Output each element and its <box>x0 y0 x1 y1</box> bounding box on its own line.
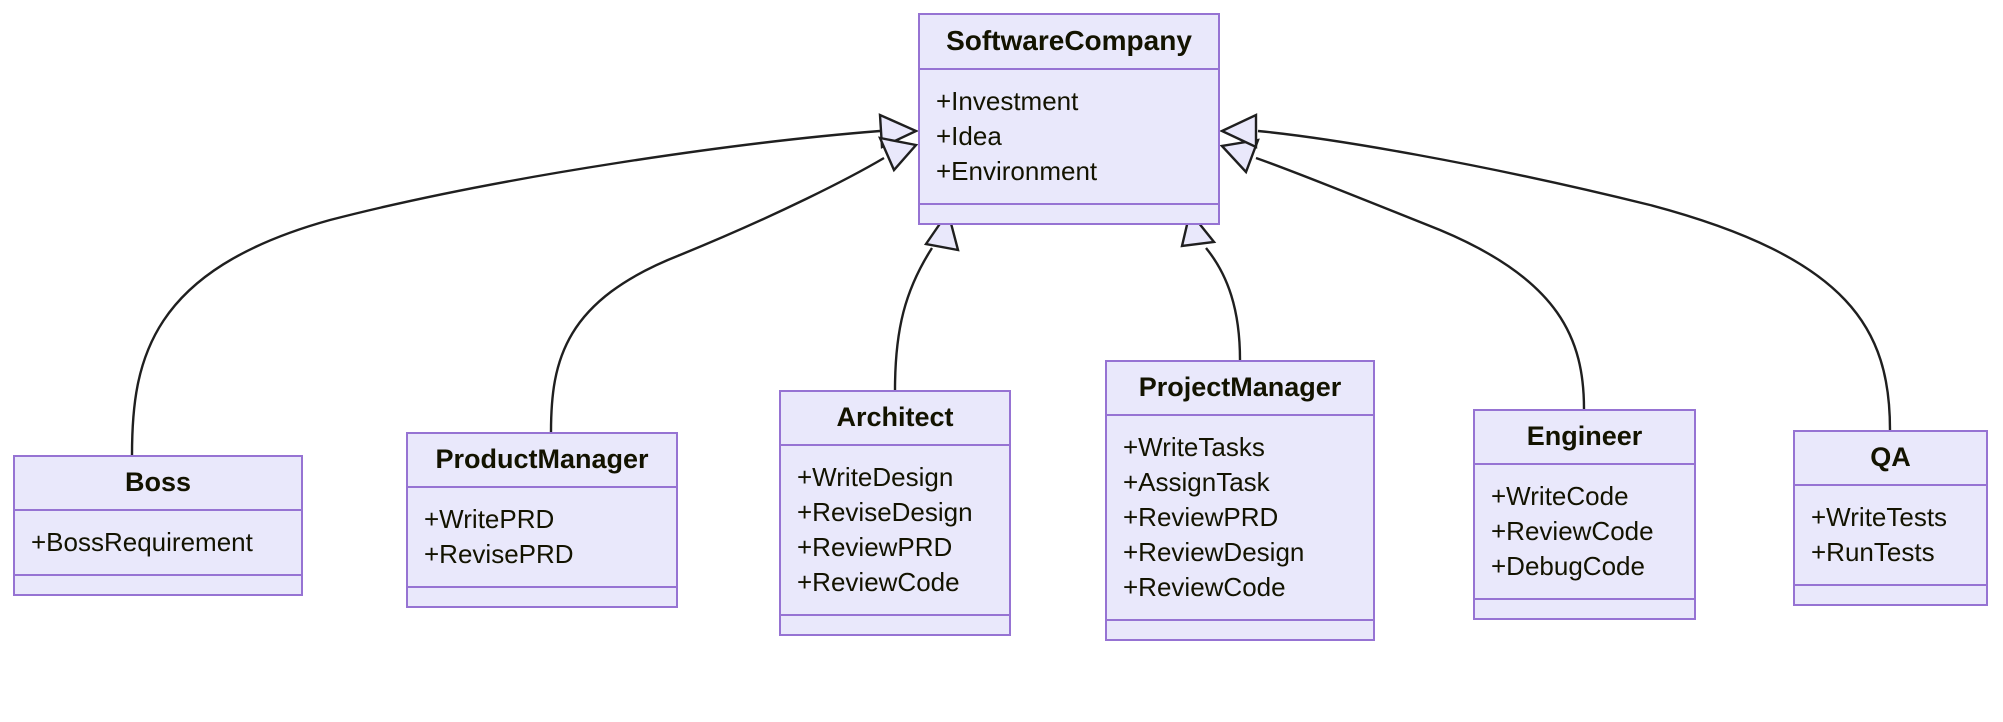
class-node-architect[interactable]: Architect +WriteDesign +ReviseDesign +Re… <box>779 390 1011 637</box>
attribute-row: +WritePRD <box>424 504 555 534</box>
class-attributes-projectmanager: +WriteTasks +AssignTask +ReviewPRD +Revi… <box>1107 416 1373 622</box>
attribute-row: +Investment <box>936 86 1079 116</box>
attribute-row: +ReviewCode <box>1123 572 1286 603</box>
class-methods-projectmanager <box>1107 621 1373 639</box>
class-title-boss: Boss <box>15 457 301 511</box>
attribute-row: +ReviewCode <box>1491 516 1654 547</box>
attribute-row: +ReviewDesign <box>1123 537 1305 568</box>
attribute-row: +WriteCode <box>1491 481 1629 511</box>
generalization-arrowhead <box>1219 113 1258 149</box>
class-methods-productmanager <box>408 588 676 606</box>
class-title-engineer: Engineer <box>1475 411 1694 465</box>
attribute-row: +ReviseDesign <box>797 497 973 528</box>
attribute-row: +WriteTests <box>1811 502 1948 532</box>
attribute-row: +WriteTasks <box>1123 432 1265 462</box>
class-methods-architect <box>781 616 1009 634</box>
class-title-productmanager: ProductManager <box>408 434 676 488</box>
class-title-qa: QA <box>1795 432 1986 486</box>
generalization-arrowhead <box>877 136 919 173</box>
class-attributes-qa: +WriteTests +RunTests <box>1795 486 1986 587</box>
class-node-productmanager[interactable]: ProductManager +WritePRD +RevisePRD <box>406 432 678 609</box>
attribute-row: +BossRequirement <box>31 527 253 557</box>
attribute-row: +AssignTask <box>1123 467 1270 498</box>
class-attributes-boss: +BossRequirement <box>15 511 301 577</box>
class-methods-qa <box>1795 586 1986 604</box>
class-node-qa[interactable]: QA +WriteTests +RunTests <box>1793 430 1988 607</box>
edge-projectmanager-to-softwarecompany <box>1180 209 1242 361</box>
class-attributes-architect: +WriteDesign +ReviseDesign +ReviewPRD +R… <box>781 446 1009 617</box>
generalization-arrowhead <box>878 113 919 149</box>
attribute-row: +DebugCode <box>1491 551 1645 582</box>
class-methods-boss <box>15 576 301 594</box>
attribute-row: +RunTests <box>1811 537 1935 568</box>
attribute-row: +Idea <box>936 121 1002 152</box>
class-attributes-productmanager: +WritePRD +RevisePRD <box>408 488 676 589</box>
class-methods-softwarecompany <box>920 205 1218 223</box>
edge-architect-to-softwarecompany <box>893 209 960 391</box>
class-title-architect: Architect <box>781 392 1009 446</box>
class-node-boss[interactable]: Boss +BossRequirement <box>13 455 303 597</box>
attribute-row: +WriteDesign <box>797 462 954 492</box>
class-node-engineer[interactable]: Engineer +WriteCode +ReviewCode +DebugCo… <box>1473 409 1696 621</box>
class-attributes-softwarecompany: +Investment +Idea +Environment <box>920 70 1218 206</box>
attribute-row: +ReviewCode <box>797 567 960 598</box>
generalization-arrowhead <box>1219 138 1260 175</box>
class-node-projectmanager[interactable]: ProjectManager +WriteTasks +AssignTask +… <box>1105 360 1375 642</box>
class-title-softwarecompany: SoftwareCompany <box>920 15 1218 70</box>
attribute-row: +ReviewPRD <box>797 532 953 563</box>
attribute-row: +ReviewPRD <box>1123 502 1279 533</box>
attribute-row: +RevisePRD <box>424 539 574 570</box>
class-methods-engineer <box>1475 600 1694 618</box>
class-attributes-engineer: +WriteCode +ReviewCode +DebugCode <box>1475 465 1694 601</box>
edge-productmanager-to-softwarecompany <box>549 136 919 433</box>
class-title-projectmanager: ProjectManager <box>1107 362 1373 416</box>
class-node-softwarecompany[interactable]: SoftwareCompany +Investment +Idea +Envir… <box>918 13 1220 226</box>
attribute-row: +Environment <box>936 156 1098 187</box>
